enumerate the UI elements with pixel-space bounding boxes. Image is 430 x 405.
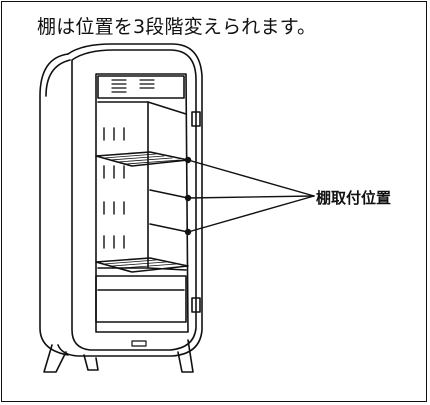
callout-lines [187,159,315,233]
crisper-drawer [95,275,187,323]
front-left-leg [43,344,67,373]
shelf-rail-slots [103,127,125,249]
mount-position-2 [149,189,189,199]
rear-left-leg [83,354,99,371]
upper-hinge [191,111,201,127]
callout-dots [184,156,192,236]
cabinet-outer-side [39,53,69,356]
upper-wire-shelf [95,151,189,167]
lower-hinge [191,297,201,313]
interior-opening [95,73,189,333]
interior-side-wall [147,101,187,271]
cabinet-side-edge [45,59,71,97]
vent-slots [111,79,155,93]
front-right-leg [177,339,194,373]
shelf-mount-position-label: 棚取付位置 [316,189,392,207]
cabinet-inner-rim [71,49,197,351]
brand-badge [131,340,147,347]
mount-position-3 [149,223,189,233]
lower-wire-shelf [95,257,189,273]
interior-back [97,101,149,269]
instruction-caption: 棚は位置を3段階変えられます。 [37,16,317,38]
control-panel [97,75,185,99]
cabinet-outer-front [57,43,203,357]
